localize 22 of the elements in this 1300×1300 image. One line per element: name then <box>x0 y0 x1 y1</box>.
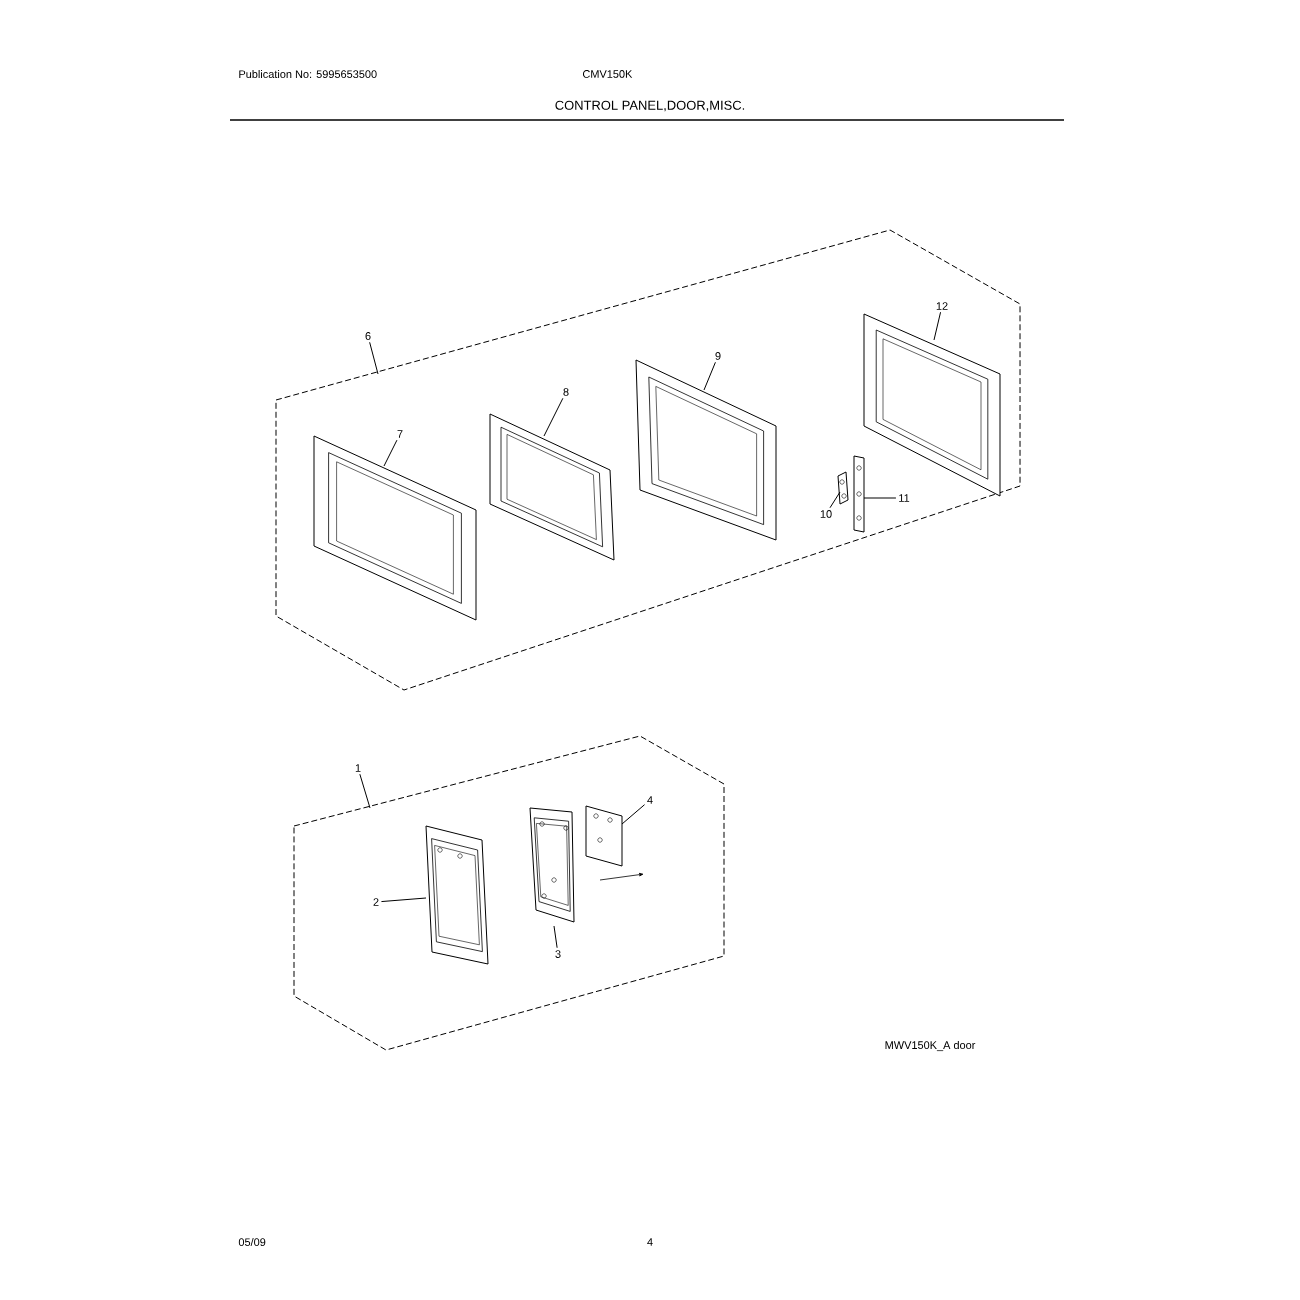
mounting-bracket-drawing <box>529 807 575 923</box>
leader-line <box>863 497 897 499</box>
glass-panel-drawing <box>489 413 615 561</box>
door-trim-frame-drawing <box>313 435 477 621</box>
switch-bracket-drawing <box>585 805 644 881</box>
leader-line <box>359 773 371 809</box>
door-frame-drawing <box>635 359 777 541</box>
control-panel-drawing <box>425 825 489 965</box>
leader-line <box>543 397 564 437</box>
leader-line <box>829 491 841 509</box>
leader-line <box>553 925 558 949</box>
door-choke-drawing <box>863 313 1001 497</box>
dashed-group-outline <box>293 735 725 1051</box>
leader-line <box>383 439 398 467</box>
small-part-drawing <box>837 471 849 505</box>
leader-line <box>369 341 379 375</box>
leader-line <box>380 897 427 903</box>
leader-line <box>703 361 716 391</box>
latch-bar-drawing <box>853 455 865 533</box>
leader-line <box>933 311 942 341</box>
dashed-group-outline <box>275 229 1021 691</box>
leader-line <box>621 804 646 825</box>
